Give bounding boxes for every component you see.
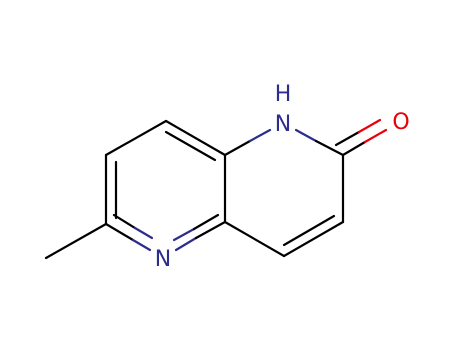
bond-c8a-n1-b (248, 128, 272, 143)
bond-n5-c4a-a (174, 236, 198, 252)
bond-n1-c2-a (294, 128, 318, 143)
bond-c8a-c8 (164, 119, 227, 157)
atom-h: H (275, 82, 292, 107)
bond-n5-c4a-b (194, 220, 227, 240)
bond-c6-n5-b (131, 238, 152, 252)
bond-n1-c2-b (314, 139, 345, 157)
bond-c6-n5-a (104, 222, 135, 242)
bond-c2-o-double-a (334, 130, 361, 147)
atom-o: O (392, 110, 409, 135)
bond-c8a-c8-double (164, 130, 217, 162)
bond-c8a-n1-a (223, 139, 252, 157)
atom-n1: N (275, 112, 291, 137)
bond-c3-c4-double (282, 214, 336, 247)
bond-c6-n5-double-b (133, 226, 154, 240)
bond-c2-o-b (363, 128, 388, 144)
bond-methyl (44, 222, 108, 260)
bonds (44, 118, 388, 260)
atom-n5: N (155, 247, 171, 272)
bond-c2-o-a (341, 140, 367, 157)
bond-n5-c4a-double-a (172, 227, 196, 242)
bond-n5-c4a-double-b (192, 213, 220, 231)
bond-c3-c4 (282, 220, 345, 258)
bond-c8-c7 (104, 119, 168, 157)
bond-c6-n5-double-a (112, 213, 137, 230)
bond-c4-c4a (223, 220, 286, 258)
atom-labels: H N N O (155, 82, 410, 272)
bond-c2-o-double-b (357, 118, 382, 134)
